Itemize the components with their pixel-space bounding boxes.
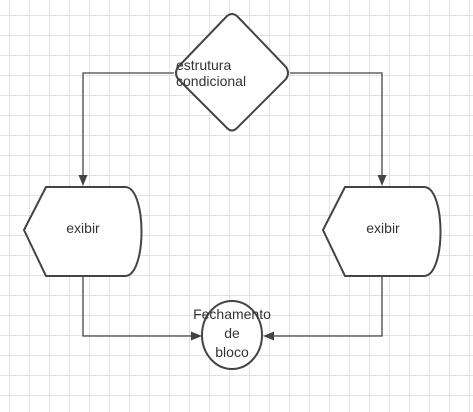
terminator-node[interactable]: Fechamento de bloco [193, 300, 271, 370]
edge-decision-to-display-left [82, 72, 174, 176]
terminator-label-line2: de [224, 325, 240, 341]
arrowhead-terminator-right [263, 331, 274, 341]
display-left-label: exibir [66, 220, 100, 236]
arrowhead-display-left [78, 175, 88, 186]
display-shape-left [22, 186, 143, 277]
terminator-label-line1: Fechamento [193, 306, 271, 322]
terminator-circle [201, 300, 263, 370]
edge-display-left-to-terminator [82, 276, 192, 337]
edge-decision-to-display-right [290, 72, 383, 176]
display-node-left[interactable]: exibir [22, 186, 143, 277]
display-right-label: exibir [366, 220, 400, 236]
decision-diamond [175, 13, 289, 132]
decision-label-line2: condicional [176, 73, 246, 89]
terminator-label-line3: bloco [215, 344, 249, 360]
edges [78, 72, 387, 341]
arrowhead-display-right [377, 175, 387, 186]
edge-display-right-to-terminator [273, 276, 383, 337]
decision-node[interactable]: estrutura condicional [175, 13, 289, 132]
decision-label-line1: estrutura [176, 57, 231, 73]
arrowhead-terminator-left [191, 331, 202, 341]
display-node-right[interactable]: exibir [321, 186, 442, 277]
display-shape-right [321, 186, 442, 277]
